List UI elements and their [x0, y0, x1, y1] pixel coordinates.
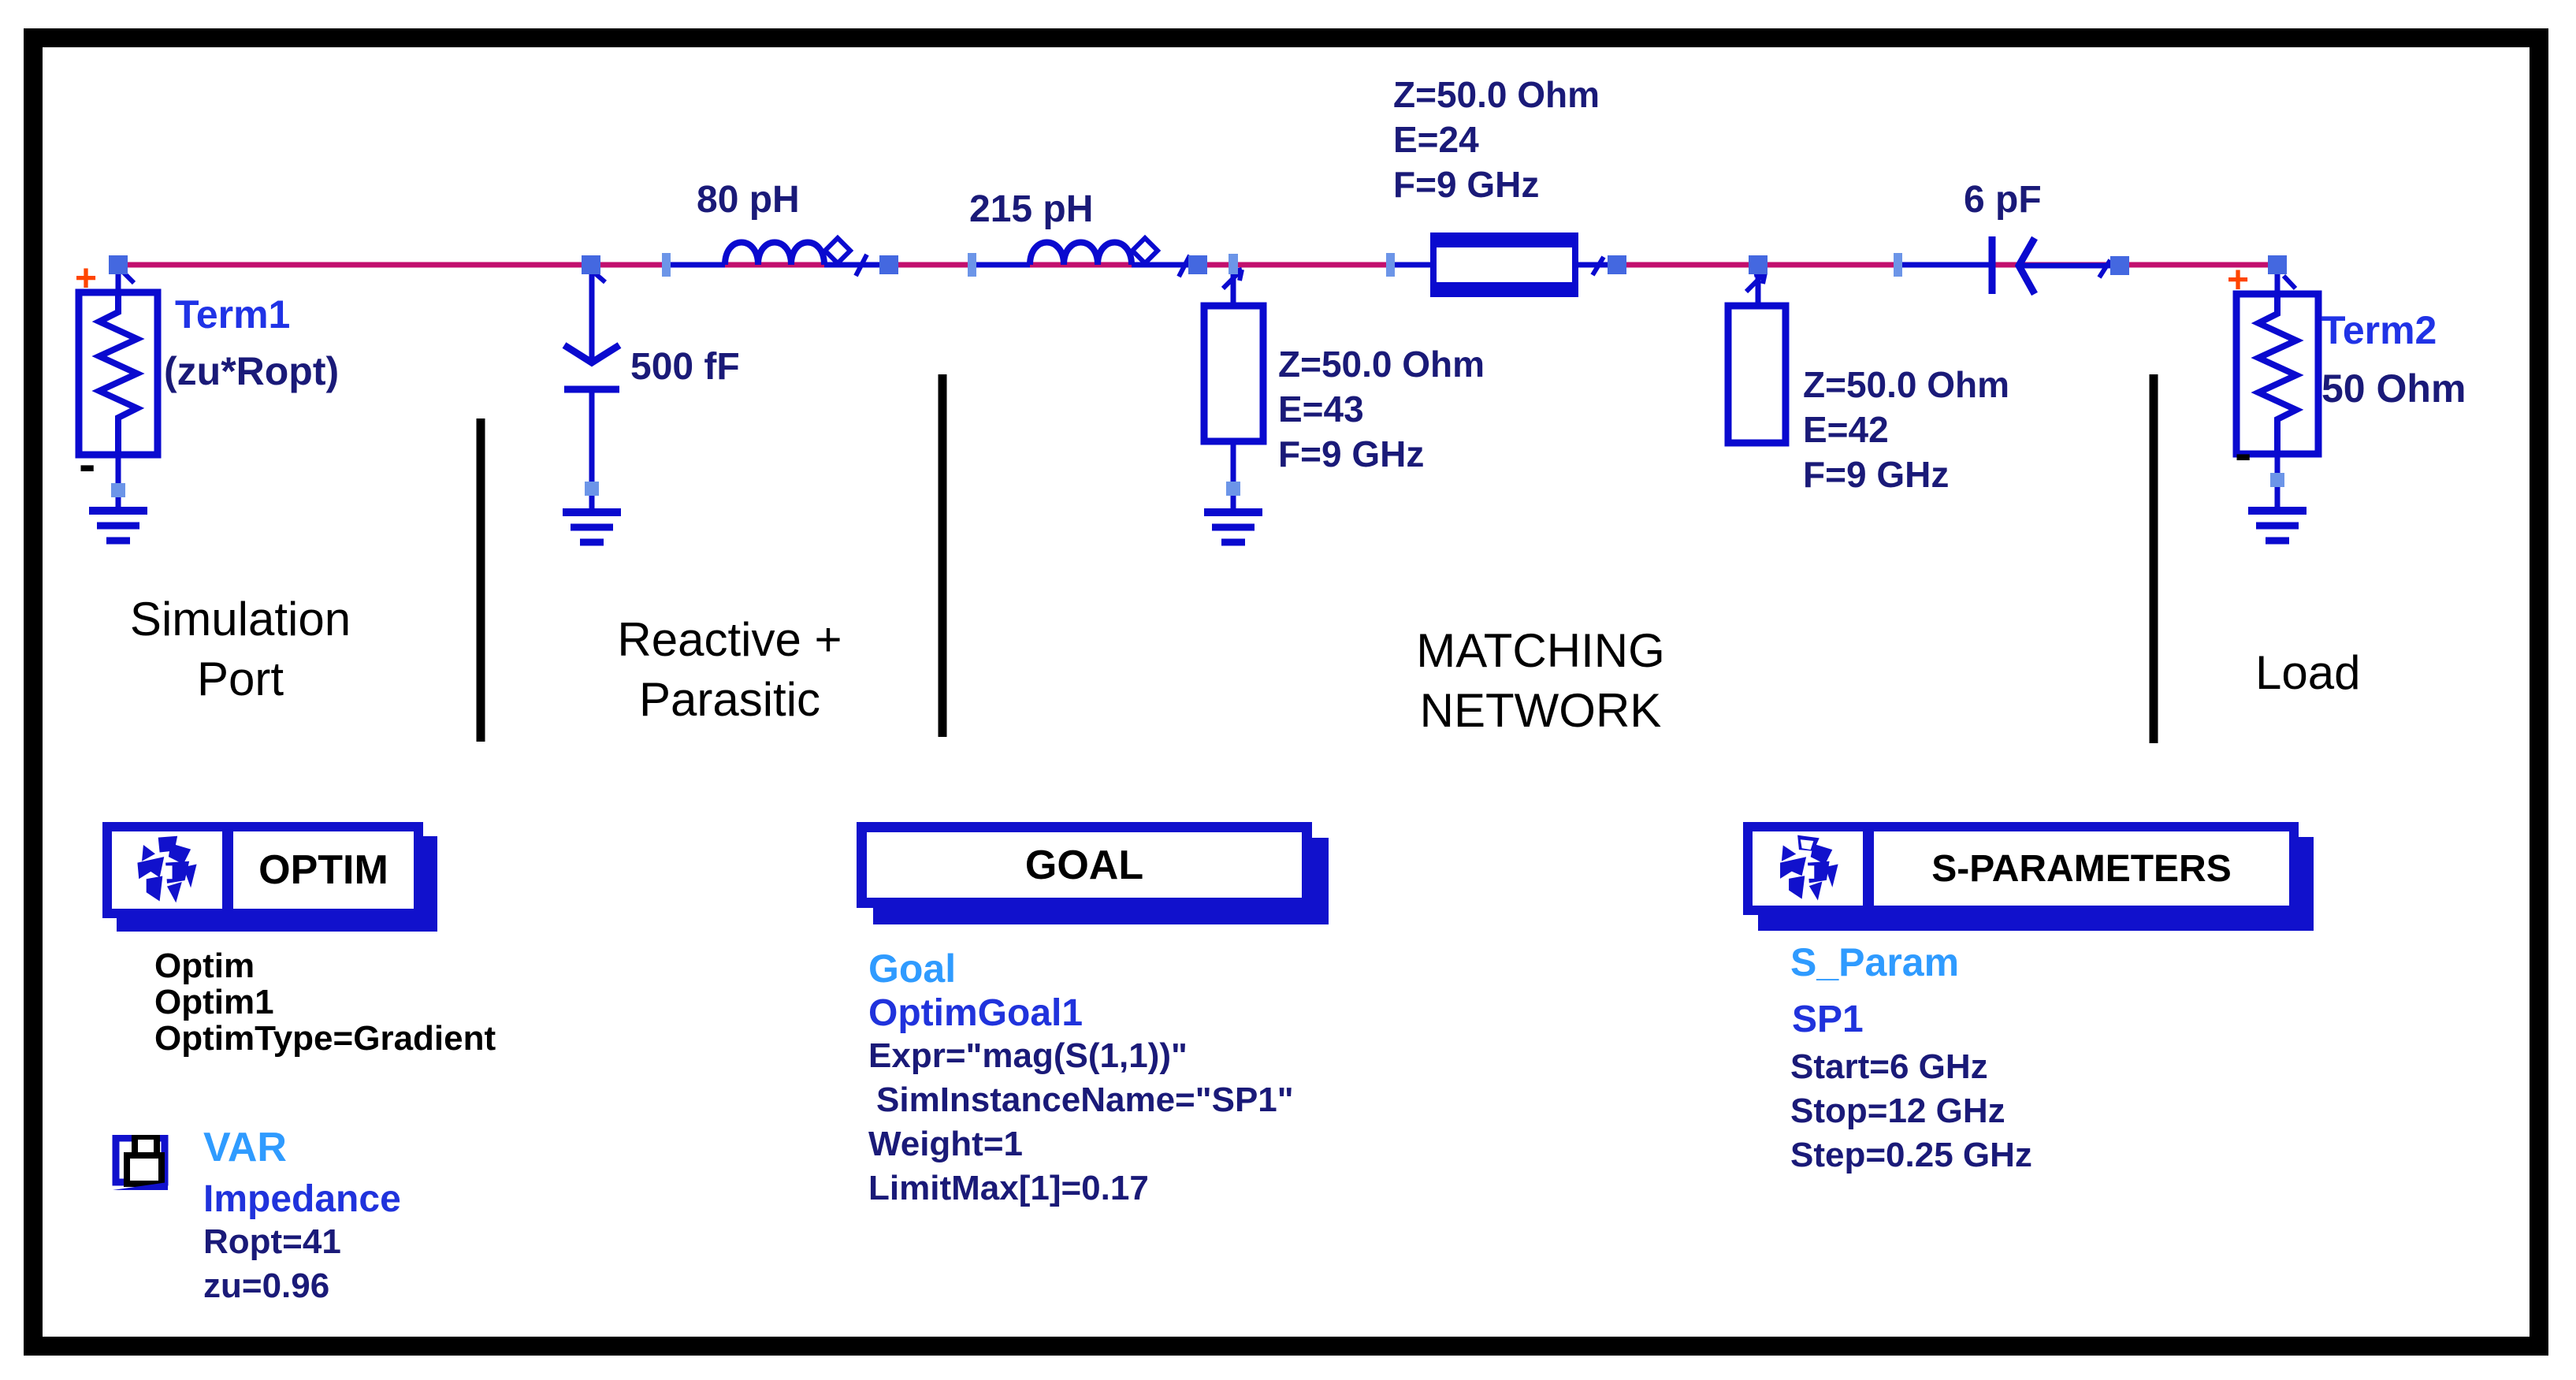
goal-weight-label[interactable]: Weight=1: [868, 1125, 1024, 1163]
s-parameters-icon: [1780, 835, 1838, 901]
frame-border: [24, 28, 2548, 1356]
sparam-stop-label[interactable]: Stop=12 GHz: [1790, 1092, 2005, 1130]
sparam-icon-cell: [1753, 831, 1874, 906]
shunt-capacitor-value-label[interactable]: 500 fF: [630, 346, 740, 388]
term1-plus-sign: +: [75, 258, 98, 299]
term1-resistor-zigzag: [91, 292, 145, 455]
var-ropt-label[interactable]: Ropt=41: [203, 1222, 341, 1261]
optim-param1-label[interactable]: OptimType=Gradient: [154, 1019, 496, 1058]
tline-pin-arrow: [1590, 255, 1606, 277]
series-tline-symbol[interactable]: [1430, 232, 1606, 297]
term2-pin-arrow: [2281, 273, 2298, 291]
sparam-label-cell: S-PARAMETERS: [1874, 831, 2289, 906]
section-label-reactive-parasitic: Reactive + Parasitic: [617, 613, 842, 726]
section-label-simulation-port: Simulation Port: [129, 593, 351, 705]
sparam-controller-box[interactable]: S-PARAMETERS: [1743, 822, 2299, 915]
var-type-label[interactable]: VAR: [203, 1125, 287, 1170]
term2-minus-sign: -: [2235, 425, 2252, 482]
goal-title: GOAL: [1024, 842, 1144, 888]
goal-instance-label[interactable]: OptimGoal1: [868, 992, 1084, 1034]
sparam-start-label[interactable]: Start=6 GHz: [1790, 1047, 1988, 1086]
var-instance-label[interactable]: Impedance: [203, 1178, 401, 1220]
optim-title: OPTIM: [258, 847, 388, 893]
inductor1-symbol[interactable]: [722, 234, 869, 277]
goal-controller-box[interactable]: GOAL: [857, 822, 1312, 908]
term1-value-label[interactable]: (zu*Ropt): [164, 349, 340, 393]
series-tline-params-label[interactable]: Z=50.0 Ohm E=24 F=9 GHz: [1393, 74, 1600, 205]
capacitor-arrow-plate: [562, 342, 622, 367]
sparam-title: S-PARAMETERS: [1931, 847, 2232, 890]
shunt-cap-ground-icon[interactable]: [563, 508, 621, 546]
inductor2-diamond: [1128, 234, 1162, 267]
sparam-component-label[interactable]: S_Param: [1790, 940, 1960, 984]
goal-component-label[interactable]: Goal: [868, 947, 957, 991]
pin-ticks: [111, 253, 2284, 497]
sparam-step-label[interactable]: Step=0.25 GHz: [1790, 1136, 2032, 1174]
term1-minus-sign: -: [79, 436, 96, 493]
term2-plus-sign: +: [2227, 259, 2250, 301]
inductor2-value-label[interactable]: 215 pH: [969, 188, 1094, 230]
shunt-capacitor-symbol[interactable]: [562, 270, 622, 511]
goal-siminstance-label[interactable]: SimInstanceName="SP1": [876, 1081, 1294, 1119]
term1-name-label[interactable]: Term1: [175, 292, 291, 337]
section-label-matching-network: MATCHING NETWORK: [1416, 624, 1665, 737]
shunt-stub1-symbol[interactable]: [1200, 267, 1267, 511]
optim-icon-cell: [112, 831, 233, 909]
sparam-instance-label[interactable]: SP1: [1792, 999, 1864, 1040]
inductor1-pin-arrow: [853, 253, 869, 277]
var-zu-label[interactable]: zu=0.96: [203, 1267, 330, 1305]
optim-controller-box[interactable]: OPTIM: [102, 822, 423, 918]
term2-ground-icon[interactable]: [2248, 507, 2307, 545]
shunt-stub1-params-label[interactable]: Z=50.0 Ohm E=43 F=9 GHz: [1278, 344, 1485, 474]
series-capacitor-symbol[interactable]: [1988, 236, 2113, 296]
goal-label-cell: GOAL: [867, 832, 1302, 898]
goal-expr-label[interactable]: Expr="mag(S(1,1))": [868, 1036, 1188, 1075]
optim-label-cell: OPTIM: [233, 831, 414, 909]
series-capacitor-value-label[interactable]: 6 pF: [1964, 179, 2042, 221]
inductor1-value-label[interactable]: 80 pH: [697, 179, 800, 221]
goal-limitmax-label[interactable]: LimitMax[1]=0.17: [868, 1169, 1149, 1207]
shunt-stub2-symbol[interactable]: [1724, 270, 1790, 447]
cap2-pin-arrow: [2097, 259, 2113, 279]
inductor2-pin-arrow: [1176, 254, 1192, 278]
term2-symbol[interactable]: [2232, 265, 2322, 508]
inductor1-diamond: [821, 234, 854, 267]
term2-name-label[interactable]: Term2: [2321, 308, 2437, 352]
optim-icon: [137, 835, 197, 903]
section-label-load: Load: [2255, 646, 2361, 699]
wire-node-squares: [109, 255, 2287, 275]
term2-resistor-zigzag: [2251, 294, 2304, 454]
stub1-ground-icon[interactable]: [1204, 508, 1262, 546]
inductor2-symbol[interactable]: [1027, 234, 1192, 278]
capacitor-curved-plate: [2014, 236, 2038, 296]
shunt-stub2-params-label[interactable]: Z=50.0 Ohm E=42 F=9 GHz: [1803, 364, 2010, 495]
var-icon[interactable]: [111, 1135, 190, 1192]
term1-ground-icon[interactable]: [89, 507, 147, 545]
optim-instance-label[interactable]: Optim1: [154, 983, 274, 1021]
optim-component-label[interactable]: Optim: [154, 947, 255, 985]
term2-value-label[interactable]: 50 Ohm: [2321, 366, 2466, 411]
